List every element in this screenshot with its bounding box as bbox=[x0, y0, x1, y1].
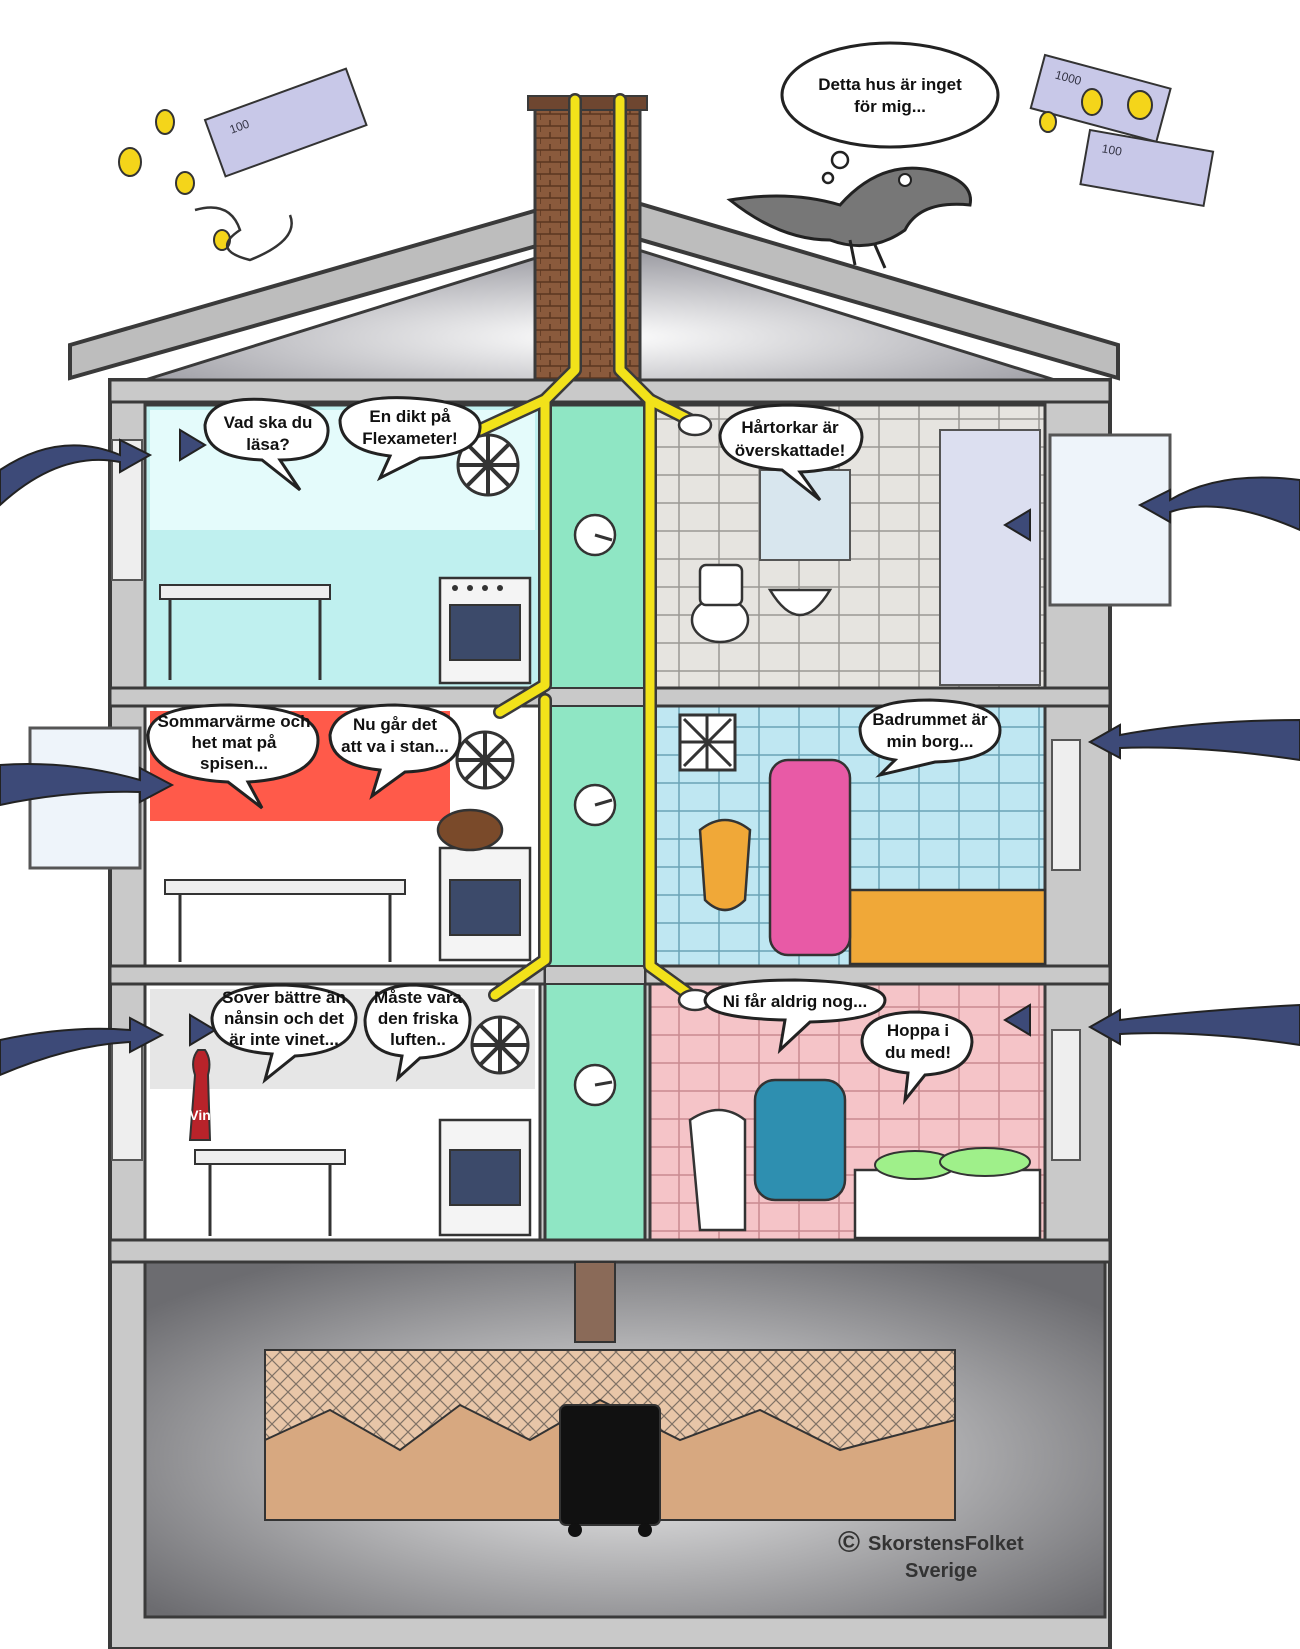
speech-line: Hårtorkar är bbox=[741, 418, 839, 437]
speech-line: överskattade! bbox=[735, 441, 846, 460]
speech-line: den friska bbox=[378, 1009, 459, 1028]
speech-line: Flexameter! bbox=[362, 429, 457, 448]
speech-bubble-mid-left-man: Nu går det att va i stan... bbox=[328, 703, 462, 800]
ventilation-shaft bbox=[543, 403, 647, 1242]
banknote-icon bbox=[1079, 128, 1215, 208]
speech-line: Måste vara bbox=[374, 988, 462, 1007]
banknote-value: 1000 bbox=[1054, 68, 1084, 89]
speech-line: luften.. bbox=[390, 1030, 446, 1049]
coin-icon bbox=[155, 109, 175, 135]
room-top-left-kitchen bbox=[143, 403, 542, 690]
speech-line: spisen... bbox=[200, 754, 268, 773]
speech-bubble-bot-right-mother: Ni får aldrig nog... bbox=[703, 978, 887, 1055]
flying-money: 100 1000 100 bbox=[118, 53, 1215, 262]
chimney bbox=[527, 95, 648, 392]
coin-icon bbox=[1039, 111, 1057, 133]
coin-icon bbox=[118, 147, 142, 177]
banknote-value: 100 bbox=[228, 117, 252, 137]
wind-arrow-icon bbox=[1137, 476, 1300, 532]
speech-bubble-bot-left-woman2: Måste vara den friska luften.. bbox=[363, 983, 472, 1083]
exhaust-valve-icon bbox=[677, 413, 713, 437]
wind-arrow-icon bbox=[1087, 1003, 1300, 1047]
speech-bubble-mid-left-woman: Sommarvärme och het mat på spisen... bbox=[146, 703, 320, 810]
speech-bubble-top-left-man: Vad ska du läsa? bbox=[203, 397, 330, 492]
copyright-mark: © SkorstensFolket Sverige bbox=[838, 1526, 1024, 1582]
windows bbox=[28, 433, 1172, 1161]
banknote-value: 100 bbox=[1101, 141, 1123, 158]
coin-icon bbox=[175, 171, 195, 195]
floor-slabs bbox=[108, 378, 1112, 1264]
copyright-line1: SkorstensFolket bbox=[868, 1533, 1024, 1555]
speech-bubble-mid-right-man: Badrummet är min borg... bbox=[858, 698, 1002, 778]
wind-arrow-icon bbox=[0, 763, 175, 807]
wind-arrow-icon bbox=[0, 1016, 165, 1077]
speech-bubble-crow: Detta hus är inget för mig... bbox=[780, 41, 1000, 185]
speech-line: du med! bbox=[885, 1043, 951, 1062]
airflow-arrows bbox=[0, 428, 1300, 1077]
speech-bubble-top-right-woman: Hårtorkar är överskattade! bbox=[718, 403, 864, 502]
room-bot-right-bathroom bbox=[648, 982, 1047, 1242]
wind-arrow-icon bbox=[0, 438, 153, 507]
speech-line: läsa? bbox=[246, 435, 289, 454]
coin-icon bbox=[1081, 88, 1103, 116]
room-mid-right-bathroom bbox=[648, 704, 1047, 968]
speech-line: Sover bättre än bbox=[222, 988, 346, 1007]
copyright-line2: Sverige bbox=[905, 1560, 977, 1582]
trash-bin-icon bbox=[559, 1404, 661, 1526]
coin-icon bbox=[1127, 90, 1153, 120]
speech-bubble-top-left-boy: En dikt på Flexameter! bbox=[338, 396, 482, 482]
speech-line: nånsin och det bbox=[224, 1009, 344, 1028]
speech-line: Badrummet är bbox=[872, 710, 988, 729]
exhaust-pipes bbox=[473, 93, 713, 1012]
wind-arrow-icon bbox=[1087, 718, 1300, 762]
basement bbox=[143, 1260, 1107, 1619]
crow bbox=[726, 166, 972, 269]
speech-line: är inte vinet... bbox=[229, 1030, 339, 1049]
speech-line: Sommarvärme och bbox=[157, 712, 310, 731]
speech-line: Hoppa i bbox=[887, 1021, 949, 1040]
speech-line: Ni får aldrig nog... bbox=[723, 992, 868, 1011]
wine-label: Vin bbox=[189, 1107, 211, 1123]
speech-bubble-bot-right-kids: Hoppa i du med! bbox=[860, 1010, 974, 1105]
speech-line: för mig... bbox=[854, 97, 926, 116]
banknote-icon bbox=[203, 67, 368, 178]
speech-line: att va i stan... bbox=[341, 737, 449, 756]
speech-line: En dikt på bbox=[369, 407, 451, 426]
copyright-symbol: © bbox=[838, 1526, 860, 1559]
speech-line: Vad ska du bbox=[224, 413, 313, 432]
speech-line: Detta hus är inget bbox=[818, 75, 962, 94]
speech-line: min borg... bbox=[887, 732, 974, 751]
speech-bubble-bot-left-woman: Sover bättre än nånsin och det är inte v… bbox=[210, 983, 358, 1085]
speech-line: het mat på bbox=[191, 733, 277, 752]
speech-line: Nu går det bbox=[353, 715, 437, 734]
